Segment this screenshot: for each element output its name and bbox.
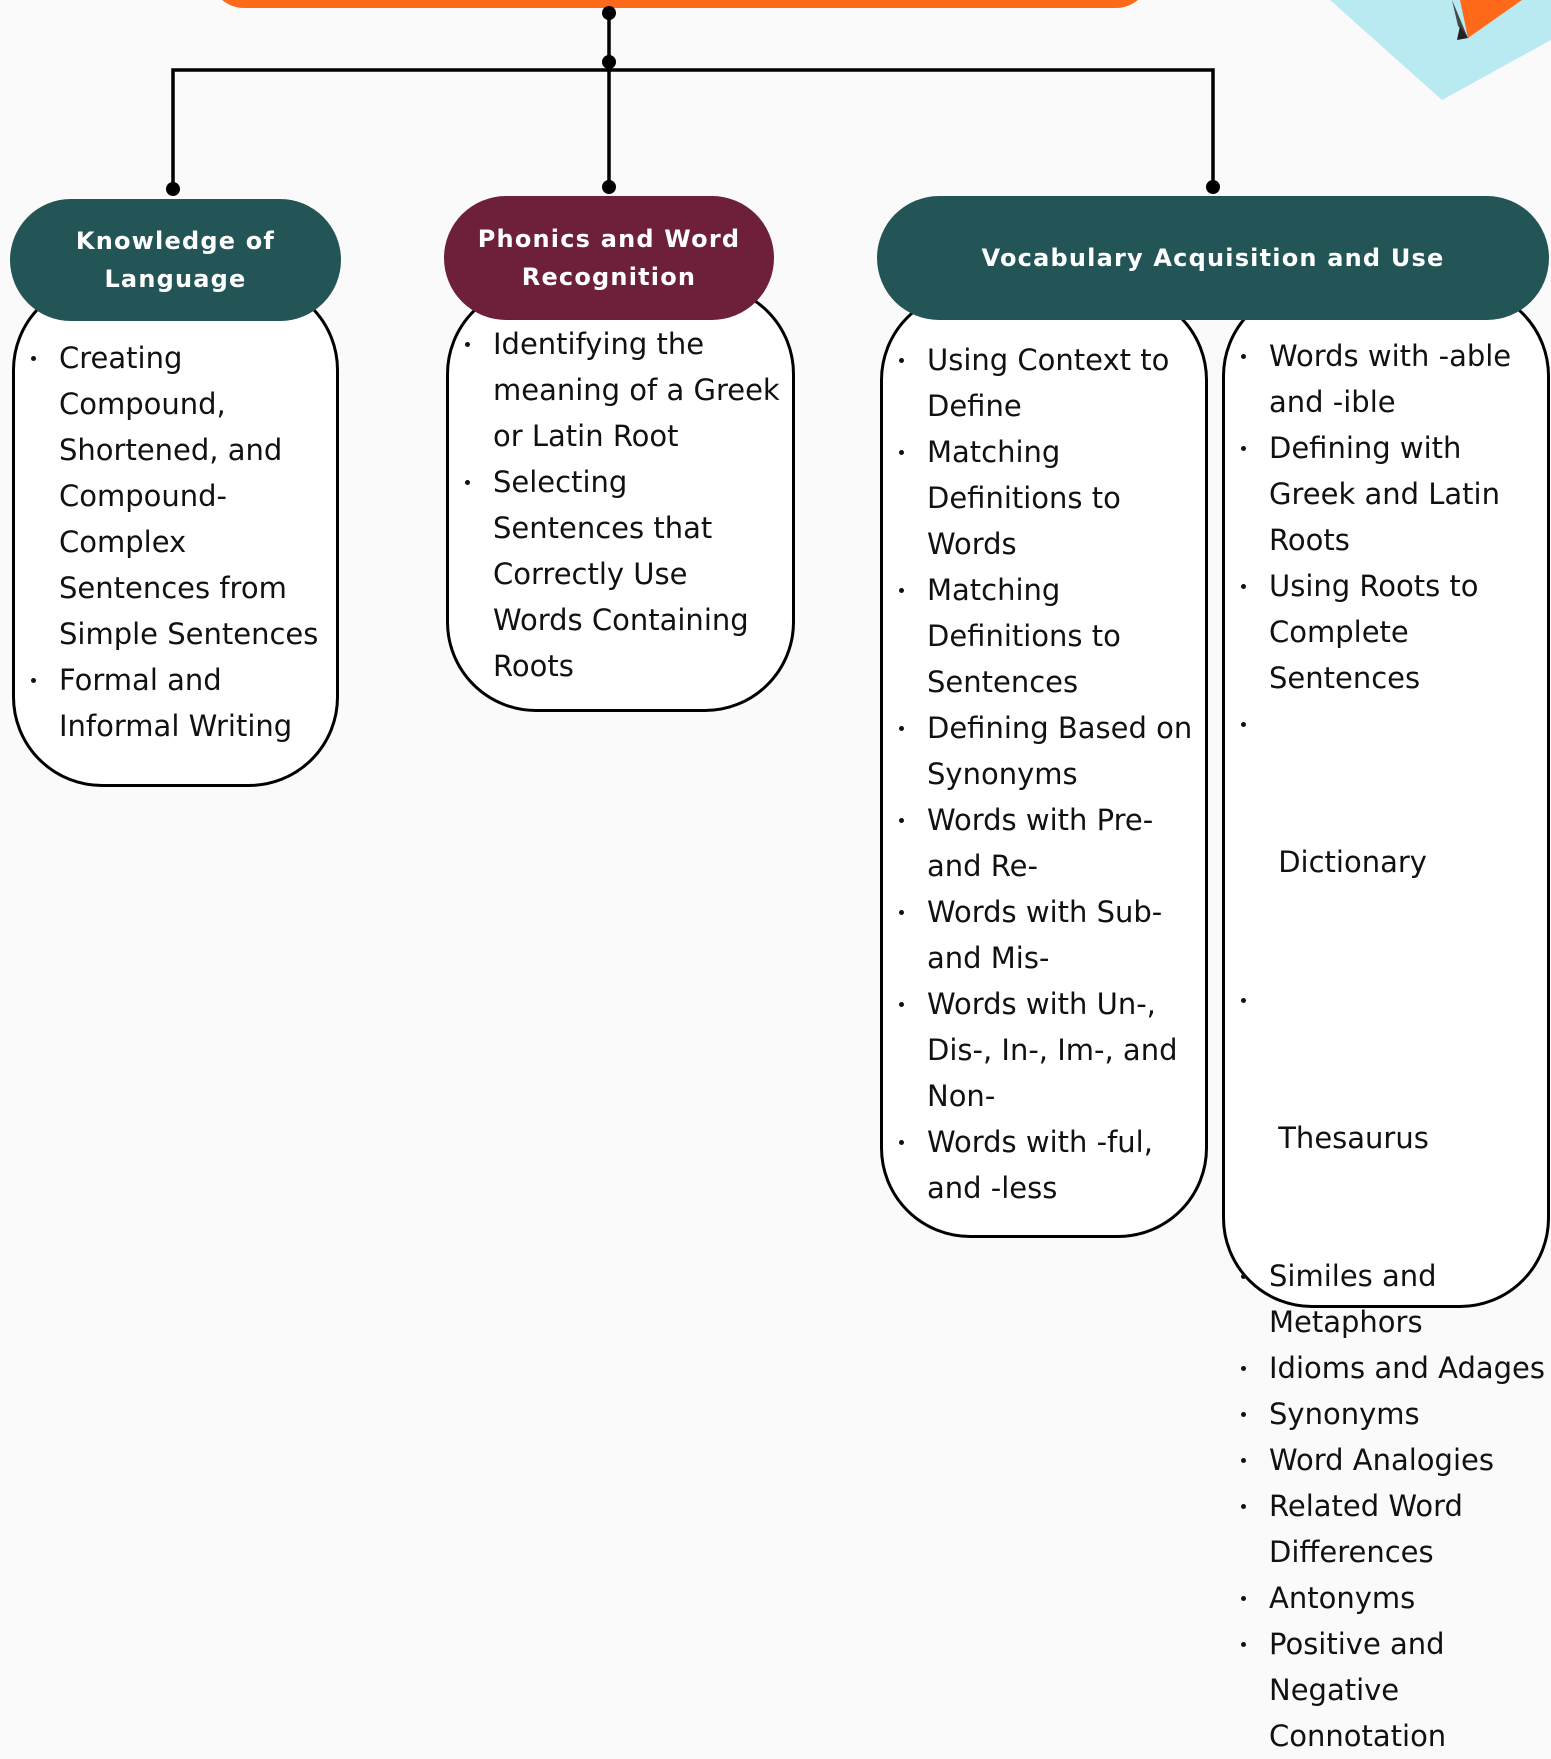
- knowledge-header: Knowledge of Language: [10, 199, 341, 321]
- list-item: Matching Definitions to Sentences: [883, 567, 1205, 705]
- list-item: Defining with Greek and Latin Roots: [1225, 425, 1547, 563]
- title-bar: [210, 0, 1150, 8]
- pencil-icon: [1330, 0, 1551, 100]
- vocabulary-box-left: Using Context to Define Matching Definit…: [880, 290, 1208, 1238]
- list-item: Defining Based on Synonyms: [883, 705, 1205, 797]
- bullet-icon: [1241, 1366, 1246, 1371]
- connector-node-phonics: [602, 180, 616, 194]
- vocabulary-header: Vocabulary Acquisition and Use: [877, 196, 1549, 320]
- knowledge-list: Creating Compound, Shortened, and Compou…: [15, 335, 336, 749]
- bullet-icon: [465, 342, 470, 347]
- list-item: Matching Definitions to Words: [883, 429, 1205, 567]
- bullet-icon: [465, 480, 470, 485]
- phonics-title-line: Phonics and Word: [477, 225, 741, 253]
- list-item: Related Word Differences: [1225, 1483, 1547, 1575]
- bullet-icon: [1241, 1274, 1246, 1279]
- knowledge-title-line: Language: [104, 265, 247, 293]
- list-item: Synonyms: [1225, 1391, 1547, 1437]
- connector-node-vocabulary: [1206, 180, 1220, 194]
- bullet-icon: [899, 358, 904, 363]
- knowledge-box: Creating Compound, Shortened, and Compou…: [12, 280, 339, 787]
- bullet-icon: [899, 1002, 904, 1007]
- list-item: Words with -able and -ible: [1225, 333, 1547, 425]
- bullet-icon: [1241, 1412, 1246, 1417]
- list-item: Selecting Sentences that Correctly Use W…: [449, 459, 792, 689]
- vocabulary-title-line: Vocabulary Acquisition and Use: [981, 244, 1445, 272]
- list-item: Formal and Informal Writing: [15, 657, 336, 749]
- list-item: Words with -ful, and -less: [883, 1119, 1205, 1211]
- list-item: Similes and Metaphors: [1225, 1253, 1547, 1345]
- bullet-icon: [899, 588, 904, 593]
- list-item: Using Roots to Complete Sentences: [1225, 563, 1547, 701]
- vocabulary-box-right: Words with -able and -ible Defining with…: [1222, 286, 1550, 1753]
- bullet-icon: [899, 450, 904, 455]
- bullet-icon: [1241, 1642, 1246, 1647]
- connector-node-top: [602, 6, 616, 20]
- list-item: Word Analogies: [1225, 1437, 1547, 1483]
- list-item: Thesaurus: [1225, 977, 1547, 1253]
- list-item: Idioms and Adages: [1225, 1345, 1547, 1391]
- list-item: Words with Pre- and Re-: [883, 797, 1205, 889]
- vocabulary-list-right: Words with -able and -ible Defining with…: [1225, 333, 1547, 1759]
- list-item: Identifying the meaning of a Greek or La…: [449, 321, 792, 459]
- bullet-icon: [1241, 1596, 1246, 1601]
- bullet-icon: [31, 356, 36, 361]
- list-item: Positive and Negative Connotation: [1225, 1621, 1547, 1759]
- list-item: Antonyms: [1225, 1575, 1547, 1621]
- bullet-icon: [1241, 1504, 1246, 1509]
- list-item: Dictionary: [1225, 701, 1547, 977]
- bullet-icon: [31, 678, 36, 683]
- bullet-icon: [1241, 446, 1246, 451]
- knowledge-title-line: Knowledge of: [75, 227, 276, 255]
- bullet-icon: [899, 1140, 904, 1145]
- connector-node-hub: [602, 55, 616, 69]
- bullet-icon: [899, 726, 904, 731]
- bullet-icon: [899, 910, 904, 915]
- list-item: Words with Un-, Dis-, In-, Im-, and Non-: [883, 981, 1205, 1119]
- bullet-icon: [1241, 998, 1246, 1003]
- phonics-list: Identifying the meaning of a Greek or La…: [449, 321, 792, 689]
- list-item: Using Context to Define: [883, 337, 1205, 429]
- connector-lines: [166, 6, 1220, 196]
- bullet-icon: [1241, 1458, 1246, 1463]
- phonics-box: Identifying the meaning of a Greek or La…: [446, 284, 795, 712]
- bullet-icon: [1241, 354, 1246, 359]
- list-item: Words with Sub- and Mis-: [883, 889, 1205, 981]
- phonics-title-line: Recognition: [521, 263, 697, 291]
- vocabulary-list-left: Using Context to Define Matching Definit…: [883, 337, 1205, 1211]
- bullet-icon: [899, 818, 904, 823]
- list-item: Creating Compound, Shortened, and Compou…: [15, 335, 336, 657]
- connector-node-knowledge: [166, 182, 180, 196]
- phonics-header: Phonics and Word Recognition: [444, 196, 774, 320]
- bullet-icon: [1241, 722, 1246, 727]
- bullet-icon: [1241, 584, 1246, 589]
